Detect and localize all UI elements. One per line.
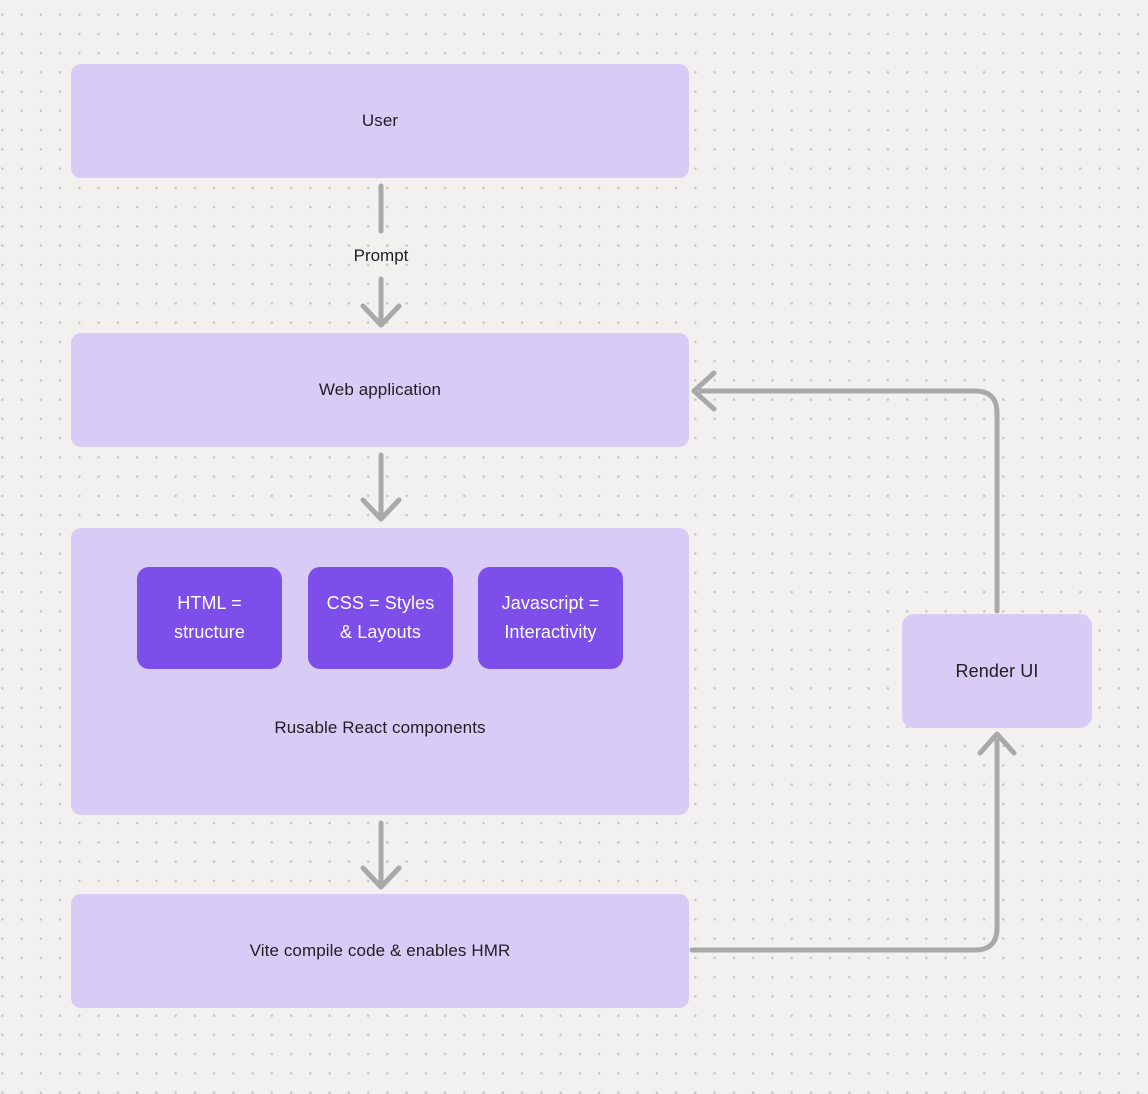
node-web-application[interactable]: Web application [71,333,689,447]
edge-label-prompt: Prompt [353,246,409,265]
edge-components-to-vite [360,820,402,890]
node-css-label-line1: CSS = Styles [326,593,435,613]
arrowhead-down-icon [360,303,402,328]
node-render-ui[interactable]: Render UI [902,614,1092,728]
edge-webapp-to-components [360,452,402,522]
node-javascript-label-line2: Interactivity [504,622,597,642]
arrowhead-up-icon [977,731,1017,756]
node-web-application-label: Web application [318,380,442,399]
node-html-label-line2: structure [174,622,245,642]
node-render-ui-label: Render UI [955,660,1039,681]
node-html[interactable]: HTML = structure [137,567,282,669]
node-vite-label: Vite compile code & enables HMR [249,941,511,960]
node-vite[interactable]: Vite compile code & enables HMR [71,894,689,1008]
arrowhead-down-icon [360,865,402,890]
edge-render-ui-to-webapp [691,370,1000,614]
node-components-group-label: Rusable React components [274,718,486,737]
node-javascript[interactable]: Javascript = Interactivity [478,567,623,669]
arrowhead-down-icon [360,497,402,522]
node-components-group[interactable]: HTML = structure CSS = Styles & Layouts … [71,528,689,815]
node-css[interactable]: CSS = Styles & Layouts [308,567,453,669]
arrowhead-left-icon [691,370,717,412]
node-javascript-label-line1: Javascript = [501,593,600,613]
node-css-label-line2: & Layouts [340,622,421,642]
node-user[interactable]: User [71,64,689,178]
node-user-label: User [361,111,399,130]
node-html-label-line1: HTML = [177,593,242,613]
edge-vite-to-render-ui [689,731,1017,953]
